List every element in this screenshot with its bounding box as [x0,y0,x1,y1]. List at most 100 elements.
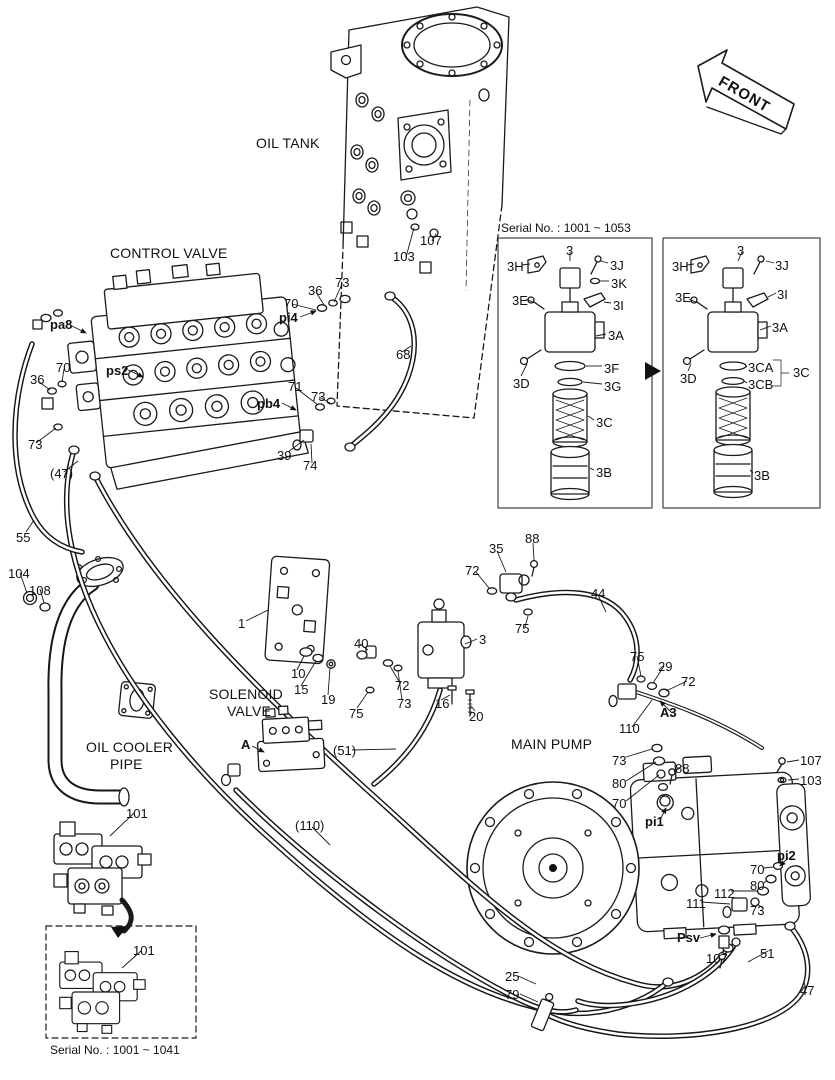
callout-label: 75 [515,621,530,636]
component-label-oil-cooler: OIL COOLER [86,739,174,755]
callout-label: 71 [288,379,303,394]
manifold-reference-arrow [119,897,134,934]
callout-label: 36 [30,372,45,387]
component-label-oil-tank: OIL TANK [256,135,320,151]
callout-label: 75 [349,706,364,721]
callout-label: 29 [658,659,673,674]
callout-label: 3J [610,258,624,273]
callout-label: 15 [294,682,309,697]
callout-label: 88 [675,761,690,776]
callout-label: 36 [308,283,323,298]
callout-label: 101 [133,943,155,958]
callout-label: 3B [596,465,612,480]
leader-lines [19,227,807,1003]
callout-label: 104 [8,566,30,581]
callout-label: 103 [800,773,822,788]
callout-label: 3E [675,290,691,305]
callout-label: 70 [284,296,299,311]
callout-label: 70 [56,360,71,375]
callout-label: 3I [777,287,788,302]
callout-label: 3C [596,415,613,430]
callout-label: 3A [608,328,624,343]
serial-box-1041-drawing [45,925,197,1039]
component-label-solenoid-2: VALVE [227,703,272,719]
callout-label: 3F [604,361,620,376]
port-label: pb4 [257,396,281,411]
callout-label: 73 [750,903,765,918]
callout-label: 107 [800,753,822,768]
callout-label: 73 [397,696,412,711]
port-label: pa8 [50,317,73,332]
port-label: pi1 [645,814,664,829]
callout-label: 40 [354,636,369,651]
callout-label: (51) [333,743,357,758]
serial-box-1053-drawing [497,237,653,509]
callout-label: 3K [611,276,627,291]
serial-label: Serial No. : 1001 ~ 1041 [50,1043,180,1057]
hose-clamp-drawing [530,992,555,1032]
callout-label: 73 [311,389,326,404]
callout-label: 3D [680,371,697,386]
callout-label: 80 [750,878,765,893]
callout-label: 73 [612,753,627,768]
callout-label: 80 [612,776,627,791]
mount-plate-drawing [264,555,331,665]
callout-label: 107 [420,233,442,248]
manifold-reference-arrowhead [111,926,128,938]
component-label-solenoid: SOLENOID [209,686,283,702]
oil-tank-drawing [330,6,510,419]
callout-label: 110 [619,721,640,736]
callout-label: 3 [479,632,487,647]
callout-label: 3G [604,379,622,394]
port-label: pi2 [777,848,796,863]
callout-label: 3I [613,298,624,313]
callout-label: 39 [277,448,292,463]
callout-label: 3H [507,259,524,274]
callout-label: 19 [321,692,336,707]
callout-label: 20 [469,709,484,724]
callout-label: 73 [28,437,43,452]
callout-label: 3B [754,468,770,483]
callout-label: 3 [737,243,745,258]
callout-label: 72 [465,563,480,578]
callout-label: 70 [750,862,765,877]
serial-label: Serial No. : 1001 ~ 1053 [501,221,631,235]
hose-routing [12,291,811,1039]
callout-label: 73 [335,275,350,290]
port-label: pi4 [279,310,298,325]
solenoid-valve-drawing [220,705,326,787]
callout-label: 10 [291,666,306,681]
between-boxes-arrow [645,362,661,380]
serial-box-variant-drawing [662,237,821,509]
callout-label: 3CA [748,360,774,375]
callout-label: 103 [393,249,415,264]
control-valve-drawing [67,262,309,490]
component-label-control-valve: CONTROL VALVE [110,245,228,261]
callout-label: 44 [591,586,606,601]
callout-label: 3H [672,259,689,274]
callout-label: 112 [714,886,735,901]
callout-label: 55 [16,530,31,545]
callout-label: 1 [238,616,246,631]
component-label-main-pump: MAIN PUMP [511,736,593,752]
front-arrow [697,49,795,135]
callout-label: 25 [505,969,520,984]
callout-label: 35 [489,541,504,556]
callout-label: 88 [525,531,540,546]
callout-label: (47) [50,466,74,481]
callout-label: 75 [630,649,645,664]
valve-manifold-drawing [53,821,152,916]
port-label: ps2 [106,363,129,378]
callout-label: 3C [793,365,810,380]
port-label: A3 [660,705,677,720]
callout-label: 47 [800,983,815,998]
component-label-oil-cooler-2: PIPE [110,756,143,772]
callout-label: 3D [513,376,530,391]
callout-label: 108 [29,583,51,598]
callout-label: 107 [706,951,728,966]
callout-label: 70 [612,796,627,811]
port-label: A [241,737,251,752]
callout-label: 3E [512,293,528,308]
